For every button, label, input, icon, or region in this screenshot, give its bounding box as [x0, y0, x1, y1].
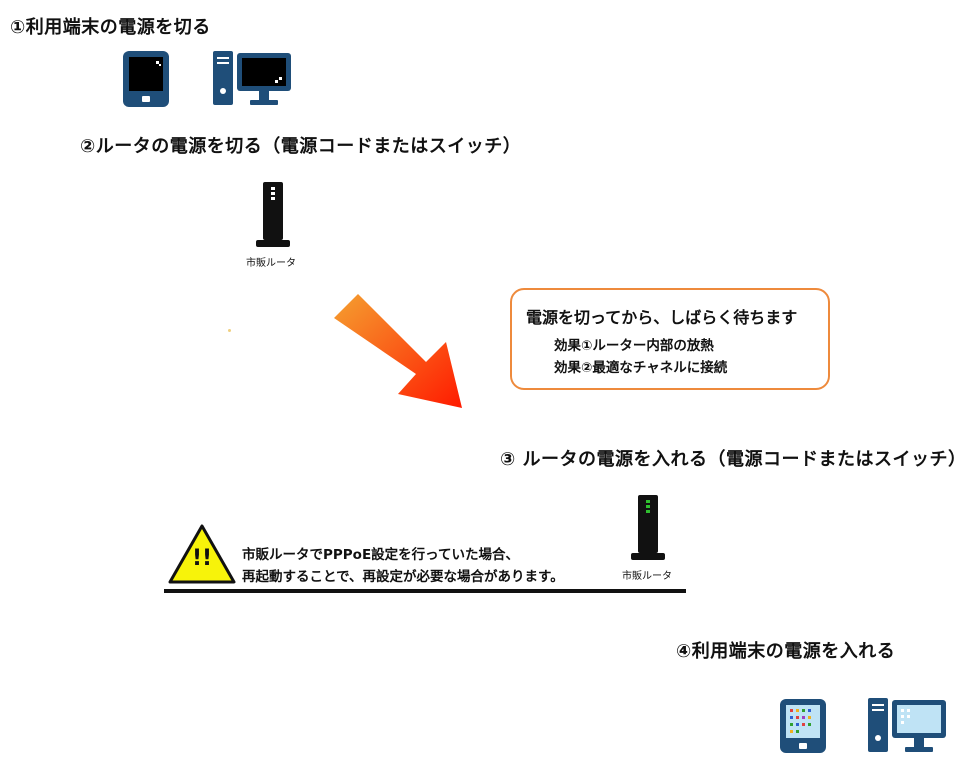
- warning-line2: 再起動することで、再設定が必要な場合があります。: [242, 569, 564, 585]
- dot-mark: [228, 329, 231, 332]
- router-label-top: 市販ルータ: [246, 258, 296, 269]
- down-right-arrow-icon: [334, 294, 462, 408]
- step4-title: ④利用端末の電源を入れる: [676, 641, 896, 662]
- desktop-pc-off-icon: [213, 51, 291, 105]
- step3-title: ③ ルータの電源を入れる（電源コードまたはスイッチ）: [500, 449, 967, 470]
- desktop-pc-on-icon: [868, 698, 946, 752]
- router-on-icon: [631, 495, 665, 560]
- info-title: 電源を切ってから、しばらく待ちます: [526, 308, 798, 327]
- tablet-off-icon: [123, 51, 169, 107]
- warning-icon: [168, 524, 236, 584]
- step1-title: ①利用端末の電源を切る: [10, 17, 211, 38]
- router-label-bottom: 市販ルータ: [622, 571, 672, 582]
- router-off-icon: [256, 182, 290, 247]
- warning-icon-mark: !!: [191, 546, 213, 571]
- info-effect2: 効果②最適なチャネルに接続: [554, 360, 728, 376]
- step2-title: ②ルータの電源を切る（電源コードまたはスイッチ）: [80, 136, 522, 157]
- divider-line: [164, 589, 686, 593]
- tablet-on-icon: [780, 699, 826, 753]
- info-box: 電源を切ってから、しばらく待ちます 効果①ルーター内部の放熱 効果②最適なチャネ…: [510, 288, 830, 390]
- warning-line1: 市販ルータでPPPoE設定を行っていた場合、: [242, 547, 520, 563]
- info-effect1: 効果①ルーター内部の放熱: [554, 338, 714, 354]
